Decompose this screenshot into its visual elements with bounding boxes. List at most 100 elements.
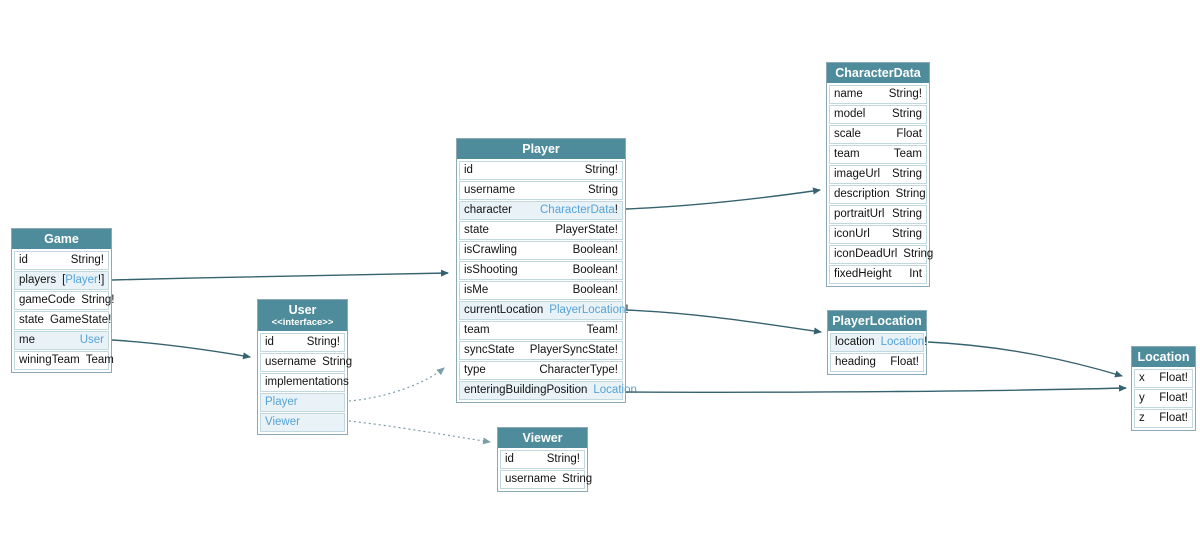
type-link[interactable]: Player <box>65 274 98 286</box>
field-name: fixedHeight <box>834 268 892 280</box>
field-row-user-implementations[interactable]: implementations <box>260 373 349 392</box>
type-text: String <box>903 248 934 260</box>
field-name: imageUrl <box>834 168 881 180</box>
field-name: username <box>464 184 516 196</box>
type-text: CharacterType! <box>539 364 618 376</box>
field-type: Float! <box>1159 412 1188 425</box>
field-type: String <box>903 248 933 261</box>
type-link[interactable]: Location <box>593 384 637 396</box>
field-name: username <box>265 356 317 368</box>
type-text: PlayerSyncState! <box>529 344 618 356</box>
table-header-playerlocation[interactable]: PlayerLocation <box>828 311 926 331</box>
field-type: Float <box>896 128 922 141</box>
table-header-game[interactable]: Game <box>12 229 111 249</box>
type-text: String <box>891 208 922 220</box>
table-title: CharacterData <box>835 66 921 80</box>
field-name: isShooting <box>464 264 518 276</box>
field-row-game-players[interactable]: players[Player!] <box>14 271 109 290</box>
field-row-player-id[interactable]: id String! <box>459 161 623 180</box>
field-type: CharacterType! <box>539 364 618 377</box>
field-type: GameState! <box>50 314 111 327</box>
type-text: String <box>587 184 618 196</box>
field-type: Team! <box>587 324 618 337</box>
field-type: String <box>892 208 922 221</box>
field-name: team <box>464 324 490 336</box>
type-link[interactable]: Location <box>880 336 925 348</box>
implementation-link[interactable]: Player <box>265 396 298 408</box>
table-header-viewer[interactable]: Viewer <box>498 428 587 448</box>
field-row-user-Player[interactable]: Player <box>260 393 345 412</box>
table-header-characterdata[interactable]: CharacterData <box>827 63 929 83</box>
type-text: Boolean! <box>572 264 618 276</box>
field-row-player-isShooting[interactable]: isShooting Boolean! <box>459 261 623 280</box>
type-text: Float <box>896 128 922 140</box>
field-row-user-Viewer[interactable]: Viewer <box>260 413 345 432</box>
type-link[interactable]: CharacterData <box>540 204 615 216</box>
field-row-player-username[interactable]: username String <box>459 181 623 200</box>
type-link[interactable]: PlayerLocation <box>549 304 626 316</box>
implementation-link[interactable]: Viewer <box>265 416 300 428</box>
edge-player-currentlocation-to-playerlocation <box>625 309 822 335</box>
table-header-location[interactable]: Location <box>1132 347 1195 367</box>
field-name: id <box>464 164 473 176</box>
table-header-user[interactable]: User <<interface>> <box>258 300 347 331</box>
table-header-player[interactable]: Player <box>457 139 625 159</box>
field-row-characterdata-imageUrl[interactable]: imageUrl String <box>829 165 927 184</box>
type-text: String! <box>584 164 618 176</box>
field-name: type <box>464 364 486 376</box>
field-row-player-type[interactable]: type CharacterType! <box>459 361 623 380</box>
type-text: String <box>891 108 922 120</box>
type-text: PlayerState! <box>555 224 618 236</box>
edge-user-viewer-to-viewer <box>348 420 491 445</box>
field-type: Team <box>86 354 114 367</box>
type-text: Team! <box>586 324 618 336</box>
field-name: heading <box>835 356 876 368</box>
type-text: String <box>891 168 922 180</box>
type-text: String! <box>70 254 104 266</box>
type-link[interactable]: User <box>79 334 104 346</box>
field-type: PlayerState! <box>555 224 618 237</box>
type-text: Float! <box>1159 392 1188 404</box>
field-type: [Player!] <box>62 274 104 287</box>
field-row-player-team[interactable]: team Team! <box>459 321 623 340</box>
